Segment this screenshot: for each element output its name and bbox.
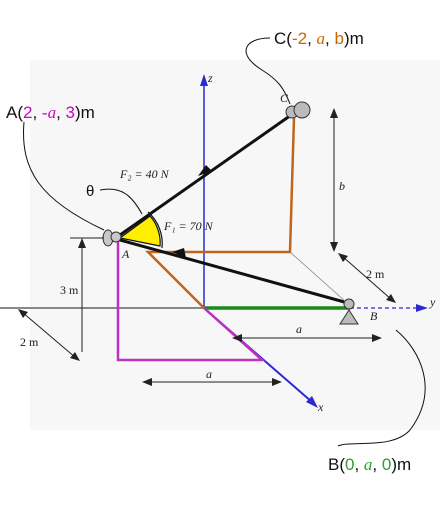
dim-2m-right-line	[341, 255, 393, 301]
dim-3m-arrow-top	[78, 238, 86, 248]
dim-3m-label: 3 m	[60, 283, 79, 297]
rope-ab	[119, 238, 349, 305]
f2-arrow	[198, 165, 212, 176]
force-f2-label: F₂ = 40 N	[119, 167, 170, 181]
dim-a-bottom-label: a	[206, 367, 212, 381]
rope-ac	[119, 111, 295, 237]
dim-a-bottom-arrow-left	[142, 378, 152, 386]
dim-2m-right-label: 2 m	[366, 267, 385, 281]
point-a-marker: A	[121, 247, 130, 261]
c-leader	[245, 37, 291, 105]
z-axis-arrow	[200, 74, 208, 86]
theta-leader	[99, 188, 143, 215]
dim-a-top-label: a	[296, 322, 302, 336]
y-axis-label: y	[429, 295, 436, 309]
dim-2m-left-arrow-top	[18, 309, 28, 318]
y-axis-arrow	[416, 304, 428, 312]
a-projection-frame	[116, 240, 266, 362]
support-b	[339, 309, 359, 325]
dim-2m-left-label: 2 m	[20, 335, 39, 349]
c-projection-frame	[144, 117, 296, 309]
x-axis-label: x	[317, 400, 324, 414]
dim-b-arrow-bottom	[330, 242, 338, 252]
dim-2m-right-arrow-top	[338, 253, 348, 262]
point-c-marker: C	[280, 91, 289, 105]
dim-b-arrow-top	[330, 108, 338, 118]
dim-2m-left-line	[21, 311, 77, 359]
b-leader	[337, 329, 426, 447]
dim-a-top-arrow-left	[232, 334, 242, 342]
dim-a-bottom-arrow-right	[272, 378, 282, 386]
label-point-b: B(0, a, 0)m	[328, 455, 411, 474]
force-f1-label: F₁ = 70 N	[163, 219, 214, 233]
point-b-marker: B	[370, 309, 378, 323]
dim-a-top-arrow-right	[372, 334, 382, 342]
label-point-a: A(2, -a, 3)m	[6, 103, 95, 122]
dim-2m-right-ext	[289, 251, 347, 303]
theta-label: θ	[86, 183, 94, 200]
point-b-ball	[343, 298, 355, 310]
angle-theta-wedge	[118, 215, 161, 247]
angle-theta-arc	[147, 211, 163, 249]
point-a-knob	[110, 231, 122, 243]
a-leader	[23, 121, 105, 231]
label-point-c: C(-2, a, b)m	[274, 29, 364, 48]
point-c-knob	[293, 101, 311, 119]
background-panel	[30, 60, 440, 430]
dim-b-label: b	[339, 179, 345, 193]
z-axis-label: z	[207, 71, 213, 85]
f1-arrow	[172, 248, 186, 258]
dim-2m-left-arrow-bottom	[70, 352, 80, 361]
dim-2m-right-arrow-bottom	[386, 294, 396, 303]
x-axis-arrow	[306, 396, 318, 408]
